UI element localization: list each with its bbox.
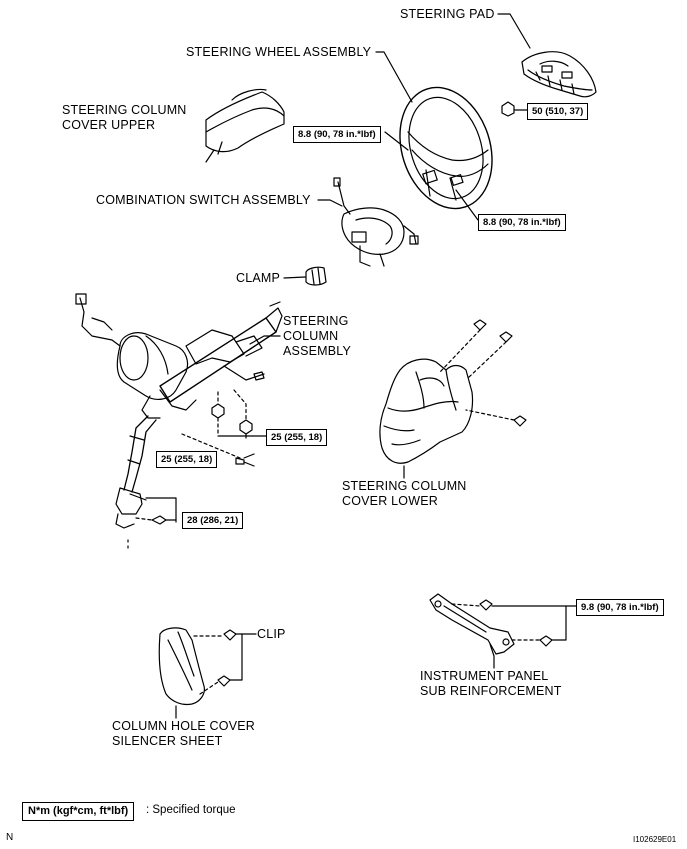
combination-switch-part xyxy=(333,177,419,267)
label-column-hole-cover-silencer-sheet: COLUMN HOLE COVER SILENCER SHEET xyxy=(112,719,256,748)
torque-wheel-lower: 8.8 (90, 78 in.*lbf) xyxy=(478,214,566,231)
torque-column-upper: 25 (255, 18) xyxy=(266,429,328,446)
leader-clamp xyxy=(283,276,306,279)
label-instrument-panel-sub-reinforcement: INSTRUMENT PANEL SUB REINFORCEMENT xyxy=(420,669,562,698)
label-combination-switch-assembly: COMBINATION SWITCH ASSEMBLY xyxy=(96,193,311,207)
legend-unit-box: N*m (kgf*cm, ft*lbf) xyxy=(22,802,135,821)
column-cover-upper-part xyxy=(205,88,285,163)
clamp-part xyxy=(305,266,327,286)
label-steering-wheel-assembly: STEERING WHEEL ASSEMBLY xyxy=(186,45,372,59)
label-steering-column-cover-upper: STEERING COLUMN COVER UPPER xyxy=(62,103,187,132)
figure-id: I102629E01 xyxy=(633,835,677,844)
leader-combination-switch xyxy=(317,199,343,207)
leader-steering-pad xyxy=(497,13,531,49)
leader-steering-wheel xyxy=(375,51,413,103)
silencer-sheet-part xyxy=(158,627,205,706)
corner-mark: N xyxy=(6,832,14,843)
label-clamp: CLAMP xyxy=(236,271,281,285)
legend-description: : Specified torque xyxy=(146,804,236,816)
pad-nut xyxy=(501,101,515,117)
label-steering-column-assembly: STEERING COLUMN ASSEMBLY xyxy=(283,314,352,358)
torque-shaft-joint: 28 (286, 21) xyxy=(182,512,244,529)
torque-pad-nut: 50 (510, 37) xyxy=(527,103,589,120)
torque-wheel-upper: 8.8 (90, 78 in.*lbf) xyxy=(293,126,381,143)
steering-pad-part xyxy=(521,51,597,98)
sub-reinforcement-part xyxy=(429,593,515,657)
steering-column-part xyxy=(75,293,283,529)
torque-column-lower: 25 (255, 18) xyxy=(156,451,218,468)
label-steering-column-cover-lower: STEERING COLUMN COVER LOWER xyxy=(342,479,467,508)
leader-steering-column xyxy=(249,335,281,345)
label-clip: CLIP xyxy=(257,627,286,641)
torque-reinforcement: 9.8 (90, 78 in.*lbf) xyxy=(576,599,664,616)
steering-wheel-part xyxy=(399,86,493,210)
column-cover-lower-part xyxy=(379,358,474,464)
label-steering-pad: STEERING PAD xyxy=(400,7,495,21)
